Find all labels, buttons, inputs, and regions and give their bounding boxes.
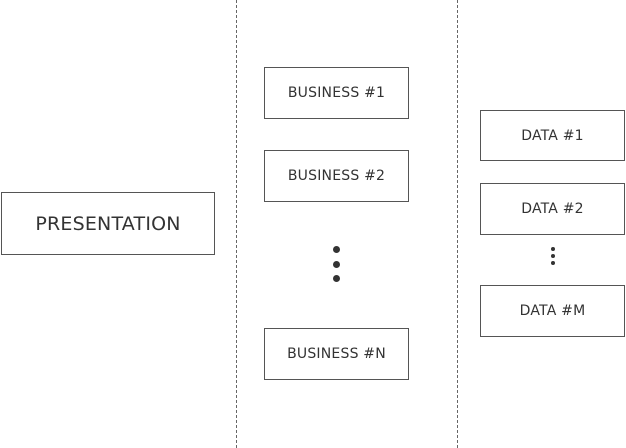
data-box-m: DATA #M [480, 285, 625, 337]
business-ellipsis [330, 246, 342, 282]
data-box-1-label: DATA #1 [521, 127, 584, 144]
data-ellipsis [548, 247, 558, 265]
ellipsis-dot [551, 254, 555, 258]
presentation-label: PRESENTATION [35, 212, 181, 235]
business-box-n: BUSINESS #N [264, 328, 409, 380]
layer-divider-left [236, 0, 237, 448]
data-box-1: DATA #1 [480, 110, 625, 161]
business-box-n-label: BUSINESS #N [287, 346, 386, 362]
business-box-2: BUSINESS #2 [264, 150, 409, 202]
data-box-2: DATA #2 [480, 183, 625, 235]
ellipsis-dot [332, 275, 340, 282]
ellipsis-dot [332, 246, 340, 253]
business-box-1: BUSINESS #1 [264, 67, 409, 119]
ellipsis-dot [551, 261, 555, 265]
layer-divider-right [457, 0, 458, 448]
ellipsis-dot [332, 260, 340, 268]
data-box-m-label: DATA #M [519, 303, 586, 319]
presentation-box: PRESENTATION [1, 192, 215, 255]
data-box-2-label: DATA #2 [521, 201, 584, 217]
business-box-2-label: BUSINESS #2 [287, 168, 386, 184]
business-box-1-label: BUSINESS #1 [287, 85, 386, 101]
ellipsis-dot [551, 247, 555, 251]
